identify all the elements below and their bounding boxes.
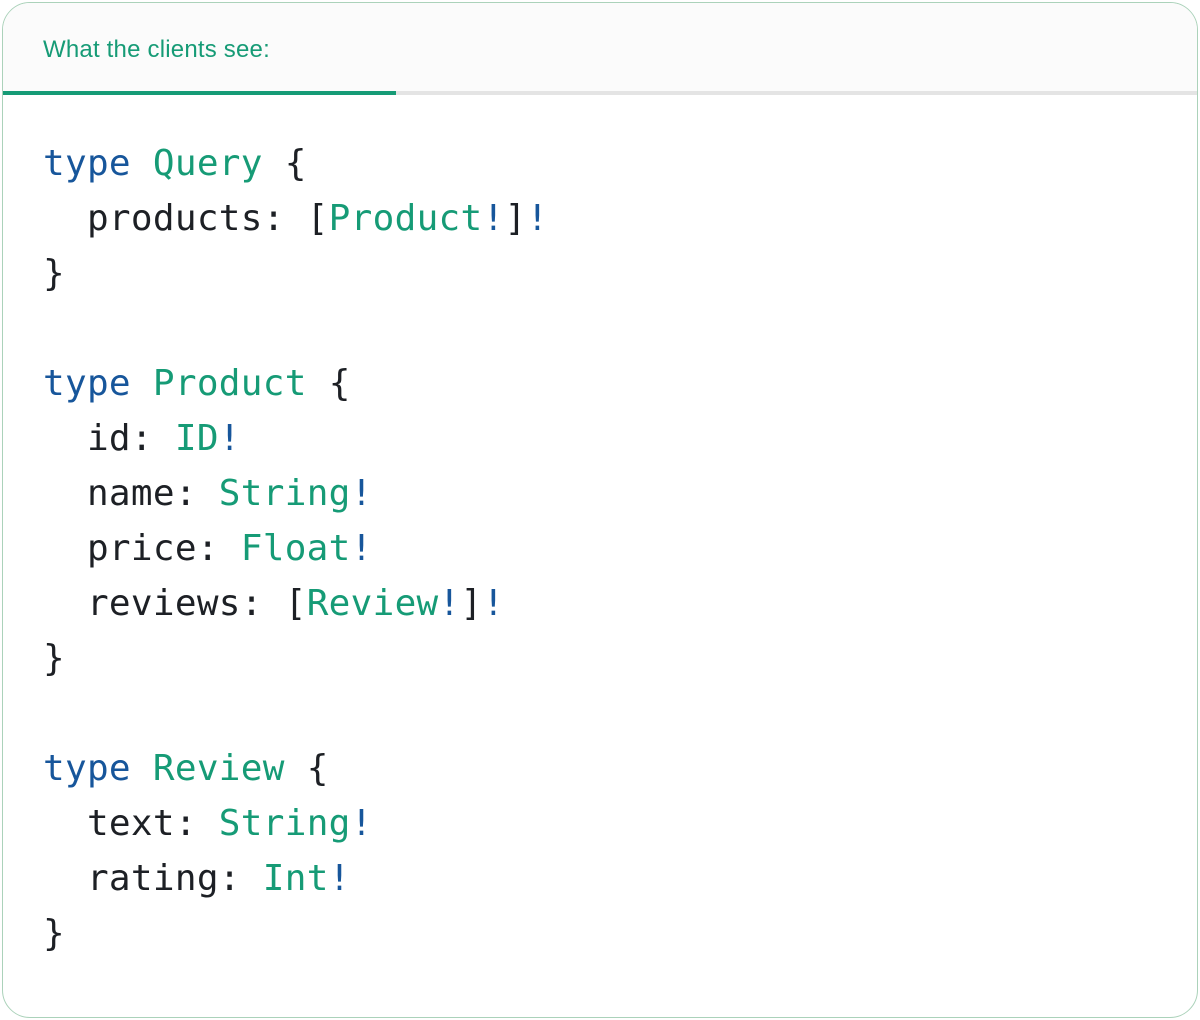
code-token-type: Query [152, 143, 263, 184]
code-line: price: Float! [43, 521, 1157, 576]
code-line: type Query { [43, 136, 1157, 191]
code-token-plain: } [43, 913, 65, 954]
panel-header: What the clients see: [3, 3, 1197, 95]
code-line: type Review { [43, 741, 1157, 796]
code-line: } [43, 906, 1157, 961]
code-line: } [43, 631, 1157, 686]
code-token-type: Int [262, 858, 329, 899]
code-token-type: String [218, 803, 351, 844]
code-token-bang: ! [328, 858, 351, 899]
code-token-plain: text: [43, 803, 219, 844]
code-token-plain: price: [43, 528, 241, 569]
code-token-keyword: type [43, 143, 131, 184]
code-token-plain: products: [ [43, 198, 329, 239]
code-line [43, 686, 1157, 741]
code-token-plain: { [262, 143, 307, 184]
code-token-plain: ] [504, 198, 527, 239]
code-token-plain: { [284, 748, 329, 789]
code-token-bang: ! [218, 418, 241, 459]
code-token-bang: ! [482, 583, 505, 624]
code-line: products: [Product!]! [43, 191, 1157, 246]
code-line: } [43, 246, 1157, 301]
code-token-plain [131, 143, 153, 184]
code-line: text: String! [43, 796, 1157, 851]
code-line: type Product { [43, 356, 1157, 411]
code-line: reviews: [Review!]! [43, 576, 1157, 631]
code-token-bang: ! [438, 583, 461, 624]
code-token-plain: name: [43, 473, 219, 514]
code-token-bang: ! [350, 528, 373, 569]
code-token-plain: reviews: [ [43, 583, 307, 624]
code-token-keyword: type [43, 748, 131, 789]
code-line [43, 301, 1157, 356]
tab-what-clients-see[interactable]: What the clients see: [43, 36, 270, 63]
code-token-plain: } [43, 638, 65, 679]
code-token-type: String [218, 473, 351, 514]
code-token-plain: } [43, 253, 65, 294]
code-token-type: Product [152, 363, 307, 404]
code-token-keyword: type [43, 363, 131, 404]
code-token-bang: ! [526, 198, 549, 239]
code-token-type: Product [328, 198, 483, 239]
code-token-bang: ! [482, 198, 505, 239]
code-token-bang: ! [350, 803, 373, 844]
code-token-bang: ! [350, 473, 373, 514]
code-token-plain: ] [460, 583, 483, 624]
code-token-plain [131, 748, 153, 789]
code-token-type: Float [240, 528, 351, 569]
active-tab-indicator [3, 91, 396, 95]
code-line: name: String! [43, 466, 1157, 521]
graphql-schema-code: type Query { products: [Product!]!} type… [3, 95, 1197, 1001]
code-token-plain [131, 363, 153, 404]
code-token-type: Review [152, 748, 285, 789]
code-token-plain: rating: [43, 858, 263, 899]
code-token-plain: { [306, 363, 351, 404]
code-line: rating: Int! [43, 851, 1157, 906]
code-line: id: ID! [43, 411, 1157, 466]
code-token-plain: id: [43, 418, 175, 459]
code-token-type: Review [306, 583, 439, 624]
code-token-type: ID [174, 418, 219, 459]
